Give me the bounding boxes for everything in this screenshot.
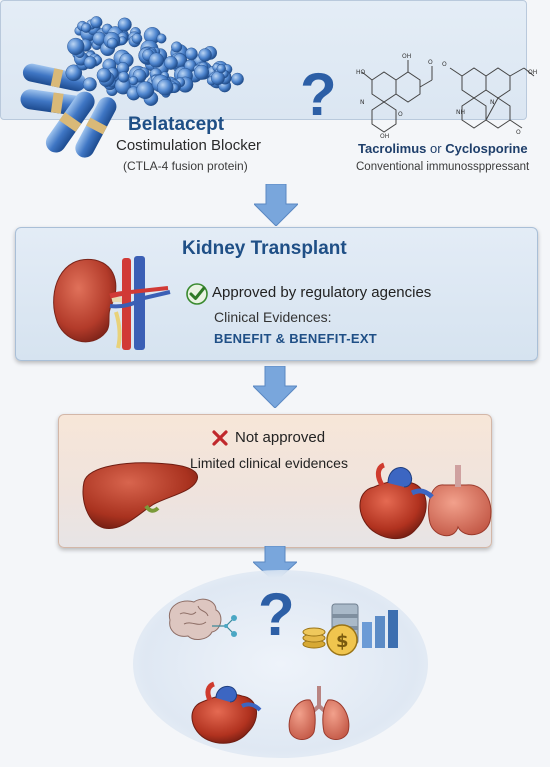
protein-sphere [194, 64, 210, 80]
protein-sphere [231, 72, 244, 86]
capsule-shapes [20, 63, 117, 158]
comparator-a: Tacrolimus [358, 141, 427, 156]
protein-sphere [90, 16, 103, 29]
protein-sphere [198, 48, 212, 62]
protein-sphere [171, 41, 183, 53]
check-icon [186, 283, 208, 305]
drug-class: Costimulation Blocker [116, 137, 262, 154]
kidney-evidence-trials: BENEFIT & BENEFIT-EXT [214, 331, 378, 346]
svg-text:HO: HO [356, 69, 366, 76]
kidney-illustration [53, 256, 171, 350]
protein-sphere [82, 77, 97, 92]
protein-sphere [128, 76, 139, 86]
svg-text:O: O [398, 111, 403, 118]
heart-icon [191, 681, 262, 744]
liver-illustration [82, 462, 198, 530]
limited-evidence-text: Limited clinical evidences [190, 455, 348, 471]
svg-text:O: O [516, 129, 521, 136]
svg-text:N: N [360, 99, 365, 106]
heart-lung-illustration [359, 462, 492, 539]
protein-sphere [117, 17, 132, 32]
protein-sphere [118, 71, 130, 83]
protein-sphere [136, 81, 154, 99]
brain-icon [168, 598, 237, 640]
not-approved-status: Not approved [235, 429, 326, 446]
protein-sphere [185, 47, 198, 61]
svg-text:OH: OH [402, 53, 411, 60]
belatacept-molecule-illustration [20, 16, 244, 158]
protein-sphere [156, 79, 174, 96]
down-arrow-2 [253, 366, 297, 408]
kidney-transplant-panel [15, 227, 538, 361]
cross-icon [212, 430, 228, 446]
kidney-approval-status: Approved by regulatory agencies [212, 284, 432, 301]
comparator-or: or [430, 141, 442, 156]
protein-sphere [210, 71, 225, 86]
drug-name: Belatacept [128, 114, 225, 135]
svg-text:N: N [490, 99, 495, 106]
protein-sphere [216, 64, 226, 74]
kidney-panel-title: Kidney Transplant [182, 238, 347, 259]
svg-text:OH: OH [380, 133, 389, 140]
comparator-drugs: Tacrolimus or Cyclosporine [358, 141, 528, 156]
lungs-icon [288, 686, 350, 740]
protein-sphere [96, 67, 112, 83]
future-question-mark: ? [258, 581, 295, 648]
protein-sphere [83, 56, 97, 69]
protein-sphere [106, 37, 118, 49]
svg-text:O: O [428, 59, 433, 66]
svg-text:O: O [442, 61, 447, 68]
protein-sphere-cluster [65, 16, 244, 106]
svg-text:OH: OH [528, 69, 537, 76]
coins-chart-icon: $ [302, 603, 398, 656]
kidney-evidence-label: Clinical Evidences: [214, 309, 332, 325]
down-arrow-1 [254, 184, 298, 226]
svg-text:$: $ [336, 631, 349, 652]
protein-sphere [156, 33, 167, 44]
protein-sphere [131, 33, 143, 44]
comparator-note: Conventional immunossppressant [356, 161, 530, 173]
comparison-question-mark: ? [300, 61, 337, 128]
chemical-structure-illustration: HO OH O N O O OH NH O OH N [356, 53, 537, 140]
comparator-b: Cyclosporine [445, 141, 528, 156]
protein-sphere [148, 52, 165, 68]
protein-sphere [65, 64, 83, 82]
protein-sphere [163, 56, 178, 70]
drug-note: (CTLA-4 fusion protein) [123, 159, 248, 173]
protein-sphere [81, 22, 92, 33]
protein-sphere [67, 37, 85, 56]
svg-text:NH: NH [456, 109, 465, 116]
